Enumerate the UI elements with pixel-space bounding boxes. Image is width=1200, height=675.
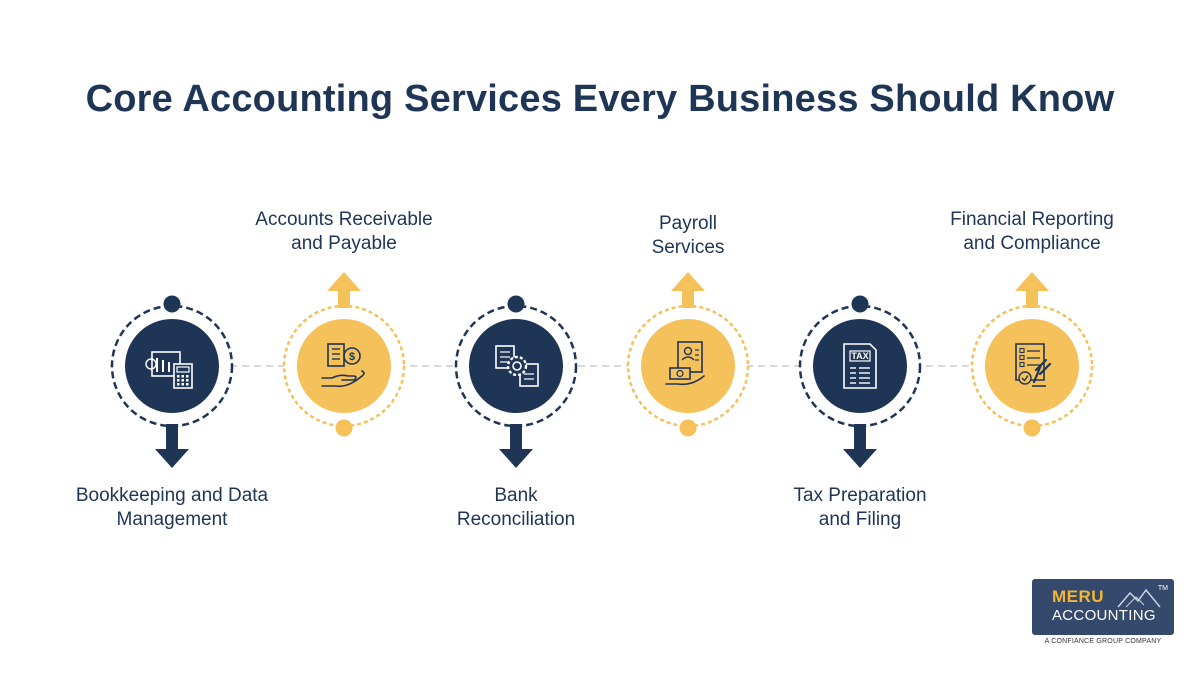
step-label: Accounts Receivable and Payable: [214, 208, 474, 256]
logo-trademark: TM: [1157, 585, 1168, 592]
arrow-up-icon: [671, 272, 705, 308]
step-5: TAX: [798, 295, 922, 468]
arrow-up-icon: [1015, 272, 1049, 308]
step-label-line: Bank: [494, 485, 538, 506]
step-label: Financial Reporting and Compliance: [902, 208, 1162, 256]
step-3: [454, 295, 578, 468]
step-dot: [163, 295, 181, 313]
step-dot: [507, 295, 525, 313]
logo-tagline: A CONFIANCE GROUP COMPANY: [1044, 638, 1162, 645]
step-label-line: and Compliance: [963, 233, 1101, 254]
step-label-line: and Payable: [291, 233, 397, 254]
step-label-line: Management: [116, 509, 228, 530]
step-dot: [335, 419, 353, 437]
step-label: Tax Preparation and Filing: [730, 484, 990, 532]
bookkeeping-calculator-icon: [145, 351, 193, 389]
step-1: [110, 295, 234, 468]
page-title: Core Accounting Services Every Business …: [85, 78, 1115, 120]
step-label-line: Services: [651, 237, 725, 258]
step-dot: [679, 419, 697, 437]
company-logo: MERU ACCOUNTING TM: [1032, 579, 1174, 635]
tax-form-icon: TAX: [843, 343, 877, 389]
arrow-down-icon: [843, 424, 877, 468]
logo-word-accounting: ACCOUNTING: [1052, 607, 1156, 624]
step-label-line: Accounts Receivable: [255, 209, 433, 230]
document-gear-icon: [495, 345, 539, 387]
step-disc: [985, 319, 1079, 413]
step-label-line: Payroll: [658, 213, 718, 234]
step-disc: [641, 319, 735, 413]
checklist-gavel-icon: [1015, 343, 1052, 387]
step-label-line: Financial Reporting: [950, 209, 1114, 230]
step-label-line: and Filing: [818, 509, 902, 530]
step-label-line: Bookkeeping and Data: [75, 485, 269, 506]
hand-coin-document-icon: $: [321, 343, 365, 388]
payroll-document-cash-icon: [665, 341, 705, 386]
step-dot: [1023, 419, 1041, 437]
arrow-down-icon: [499, 424, 533, 468]
svg-text:TAX: TAX: [851, 351, 868, 361]
logo-word-meru: MERU: [1052, 587, 1105, 606]
arrow-up-icon: [327, 272, 361, 308]
step-label-line: Tax Preparation: [793, 485, 927, 506]
step-dot: [851, 295, 869, 313]
mountain-icon: [1117, 588, 1161, 608]
step-2: $: [282, 272, 406, 437]
step-4: [626, 272, 750, 437]
svg-text:$: $: [349, 351, 355, 363]
arrow-down-icon: [155, 424, 189, 468]
step-label-line: Reconciliation: [456, 509, 576, 530]
step-disc: [125, 319, 219, 413]
step-6: [970, 272, 1094, 437]
step-disc: [813, 319, 907, 413]
